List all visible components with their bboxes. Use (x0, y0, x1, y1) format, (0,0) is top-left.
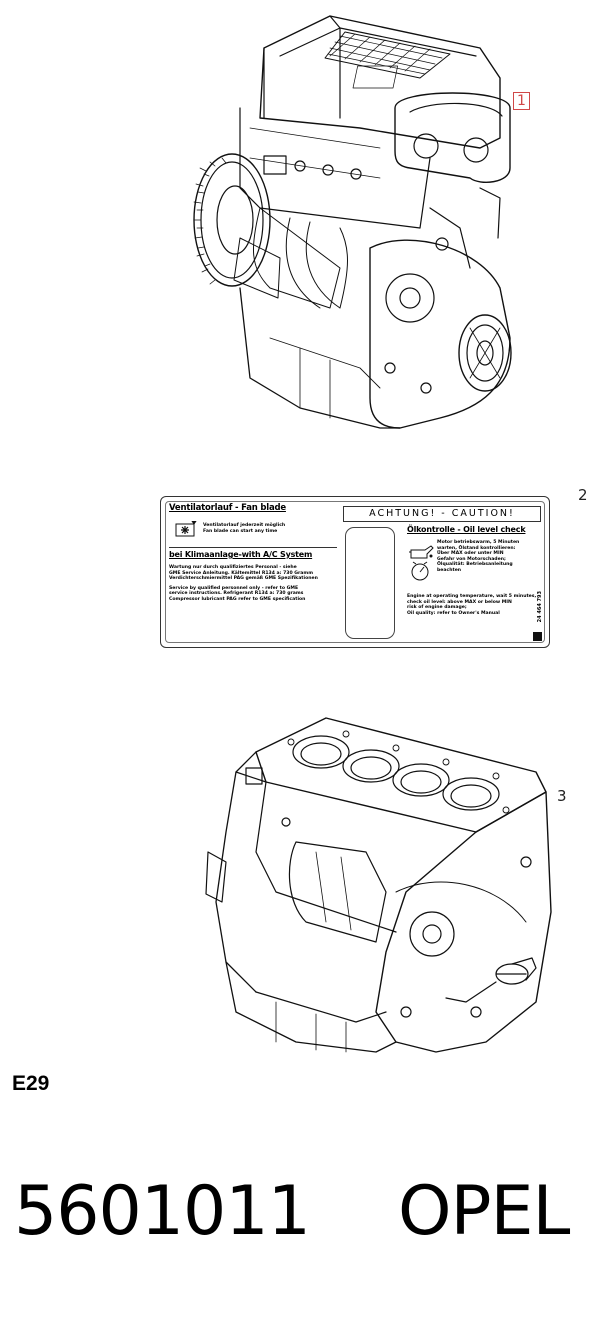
part-number: 5601011 (14, 1172, 311, 1251)
callout-1: 1 (513, 92, 530, 110)
ac-line: service instructions. Refrigerant R134 a… (169, 591, 304, 597)
oil-can-icon (409, 545, 434, 581)
oil-line-de: Gefahr von Motorschaden; (437, 556, 506, 562)
oil-line-en: check oil level: above MAX or below MIN (407, 599, 512, 605)
ac-line: Wartung nur durch qualifiziertes Persona… (169, 565, 297, 570)
label-inner-frame (165, 501, 545, 643)
oil-line-de: Motor betriebswarm, 5 Minuten (437, 540, 520, 545)
label-window (345, 527, 395, 639)
label-right-panel: Ölkontrolle - Oil level check Motor betr… (407, 525, 543, 637)
label-code: 24 464 793 (537, 591, 543, 623)
oil-line-de: Ölqualität: Betriebsanleitung (437, 562, 513, 568)
flywheel (194, 154, 270, 286)
oil-heading: Ölkontrolle - Oil level check (407, 525, 526, 534)
warning-label: Ventilatorlauf - Fan blade Ventilatorlau… (160, 496, 550, 648)
ac-text: Wartung nur durch qualifiziertes Persona… (169, 565, 337, 603)
label-square-mark (533, 632, 542, 641)
fan-text-en: Fan blade can start any time (203, 529, 278, 534)
oil-line-de: Über MAX oder unter MIN (437, 551, 504, 557)
oil-line-de: beachten (437, 567, 462, 573)
oil-line-en: Engine at operating temperature, wait 5 … (407, 594, 537, 599)
caution-banner: ACHTUNG! - CAUTION! (343, 506, 541, 522)
oil-row: Motor betriebswarm, 5 Minuten warten, Öl… (407, 540, 543, 592)
section-code: E29 (12, 1072, 50, 1095)
fan-warning-icon (175, 521, 197, 537)
oil-line-en: Oil quality: refer to Owner's Manual (407, 610, 500, 616)
brand-name: OPEL (398, 1172, 570, 1251)
ac-line: Compressor lubricant PAG refer to GME sp… (169, 596, 306, 602)
complete-engine-drawing (180, 8, 520, 448)
oil-line-en: risk of engine damage; (407, 605, 467, 611)
ac-line: GME Service Anleitung. Kältemittel R134 … (169, 570, 313, 576)
label-left-panel: Ventilatorlauf - Fan blade Ventilatorlau… (169, 503, 337, 639)
fan-row: Ventilatorlauf jederzeit möglich Fan bla… (169, 519, 337, 543)
oil-line-de: warten, Ölstand kontrollieren: (437, 545, 516, 551)
callout-2: 2 (578, 486, 588, 504)
fan-text-de: Ventilatorlauf jederzeit möglich (203, 523, 286, 528)
callout-3: 3 (557, 787, 567, 805)
ac-heading: bei Klimaanlage-with A/C System (169, 550, 313, 559)
short-block-drawing (196, 712, 556, 1072)
ac-line: Service by qualified personnel only - re… (169, 585, 299, 591)
ac-line: Verdichterschmiermittel PAG gemäß GME Sp… (169, 576, 318, 582)
fan-heading: Ventilatorlauf - Fan blade (169, 503, 286, 513)
